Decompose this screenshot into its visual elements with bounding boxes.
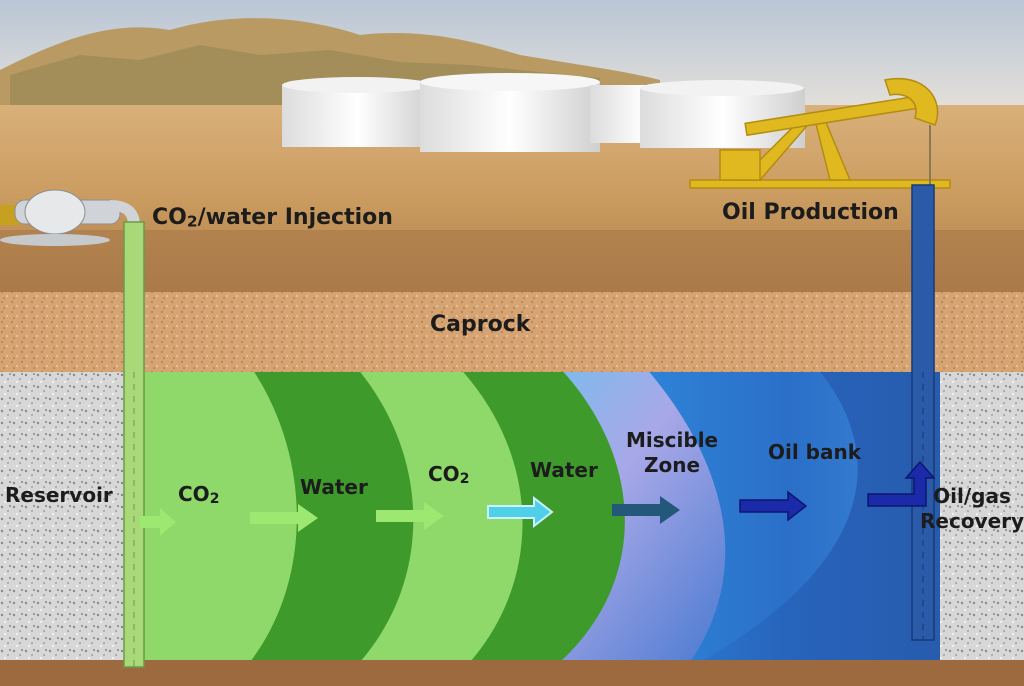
arrow-oil-bank bbox=[739, 490, 808, 522]
caprock-label: Caprock bbox=[430, 312, 531, 337]
bottom-ground bbox=[0, 660, 1024, 686]
injection-label: CO2/water Injection bbox=[152, 205, 393, 231]
production-label: Oil Production bbox=[722, 200, 899, 225]
oil-bank-label: Oil bank bbox=[768, 440, 862, 464]
pump-jack bbox=[689, 77, 951, 189]
arrow-co2-2 bbox=[376, 502, 444, 530]
co2-zone-1 bbox=[140, 372, 297, 662]
zone-water-1-label: Water bbox=[300, 475, 368, 499]
water-zone-1 bbox=[226, 372, 414, 662]
zone-water-2-label: Water bbox=[530, 458, 598, 482]
reservoir-label: Reservoir bbox=[5, 483, 113, 507]
zone-co2-2-label: CO2 bbox=[428, 462, 470, 488]
arrow-water-2 bbox=[487, 495, 554, 529]
oil-bank-dark bbox=[700, 372, 940, 662]
arrow-miscible bbox=[612, 496, 680, 524]
arrow-recovery bbox=[867, 460, 936, 507]
injection-wellhead bbox=[0, 189, 140, 246]
overburden bbox=[0, 230, 1024, 300]
arrow-water-1 bbox=[250, 504, 318, 532]
arrow-co2-1 bbox=[140, 508, 176, 536]
zone-co2-1-label: CO2 bbox=[178, 482, 220, 508]
caprock-layer bbox=[0, 292, 1024, 374]
flood-zones bbox=[140, 372, 940, 662]
storage-tanks bbox=[282, 73, 805, 152]
flow-arrows bbox=[140, 460, 936, 536]
